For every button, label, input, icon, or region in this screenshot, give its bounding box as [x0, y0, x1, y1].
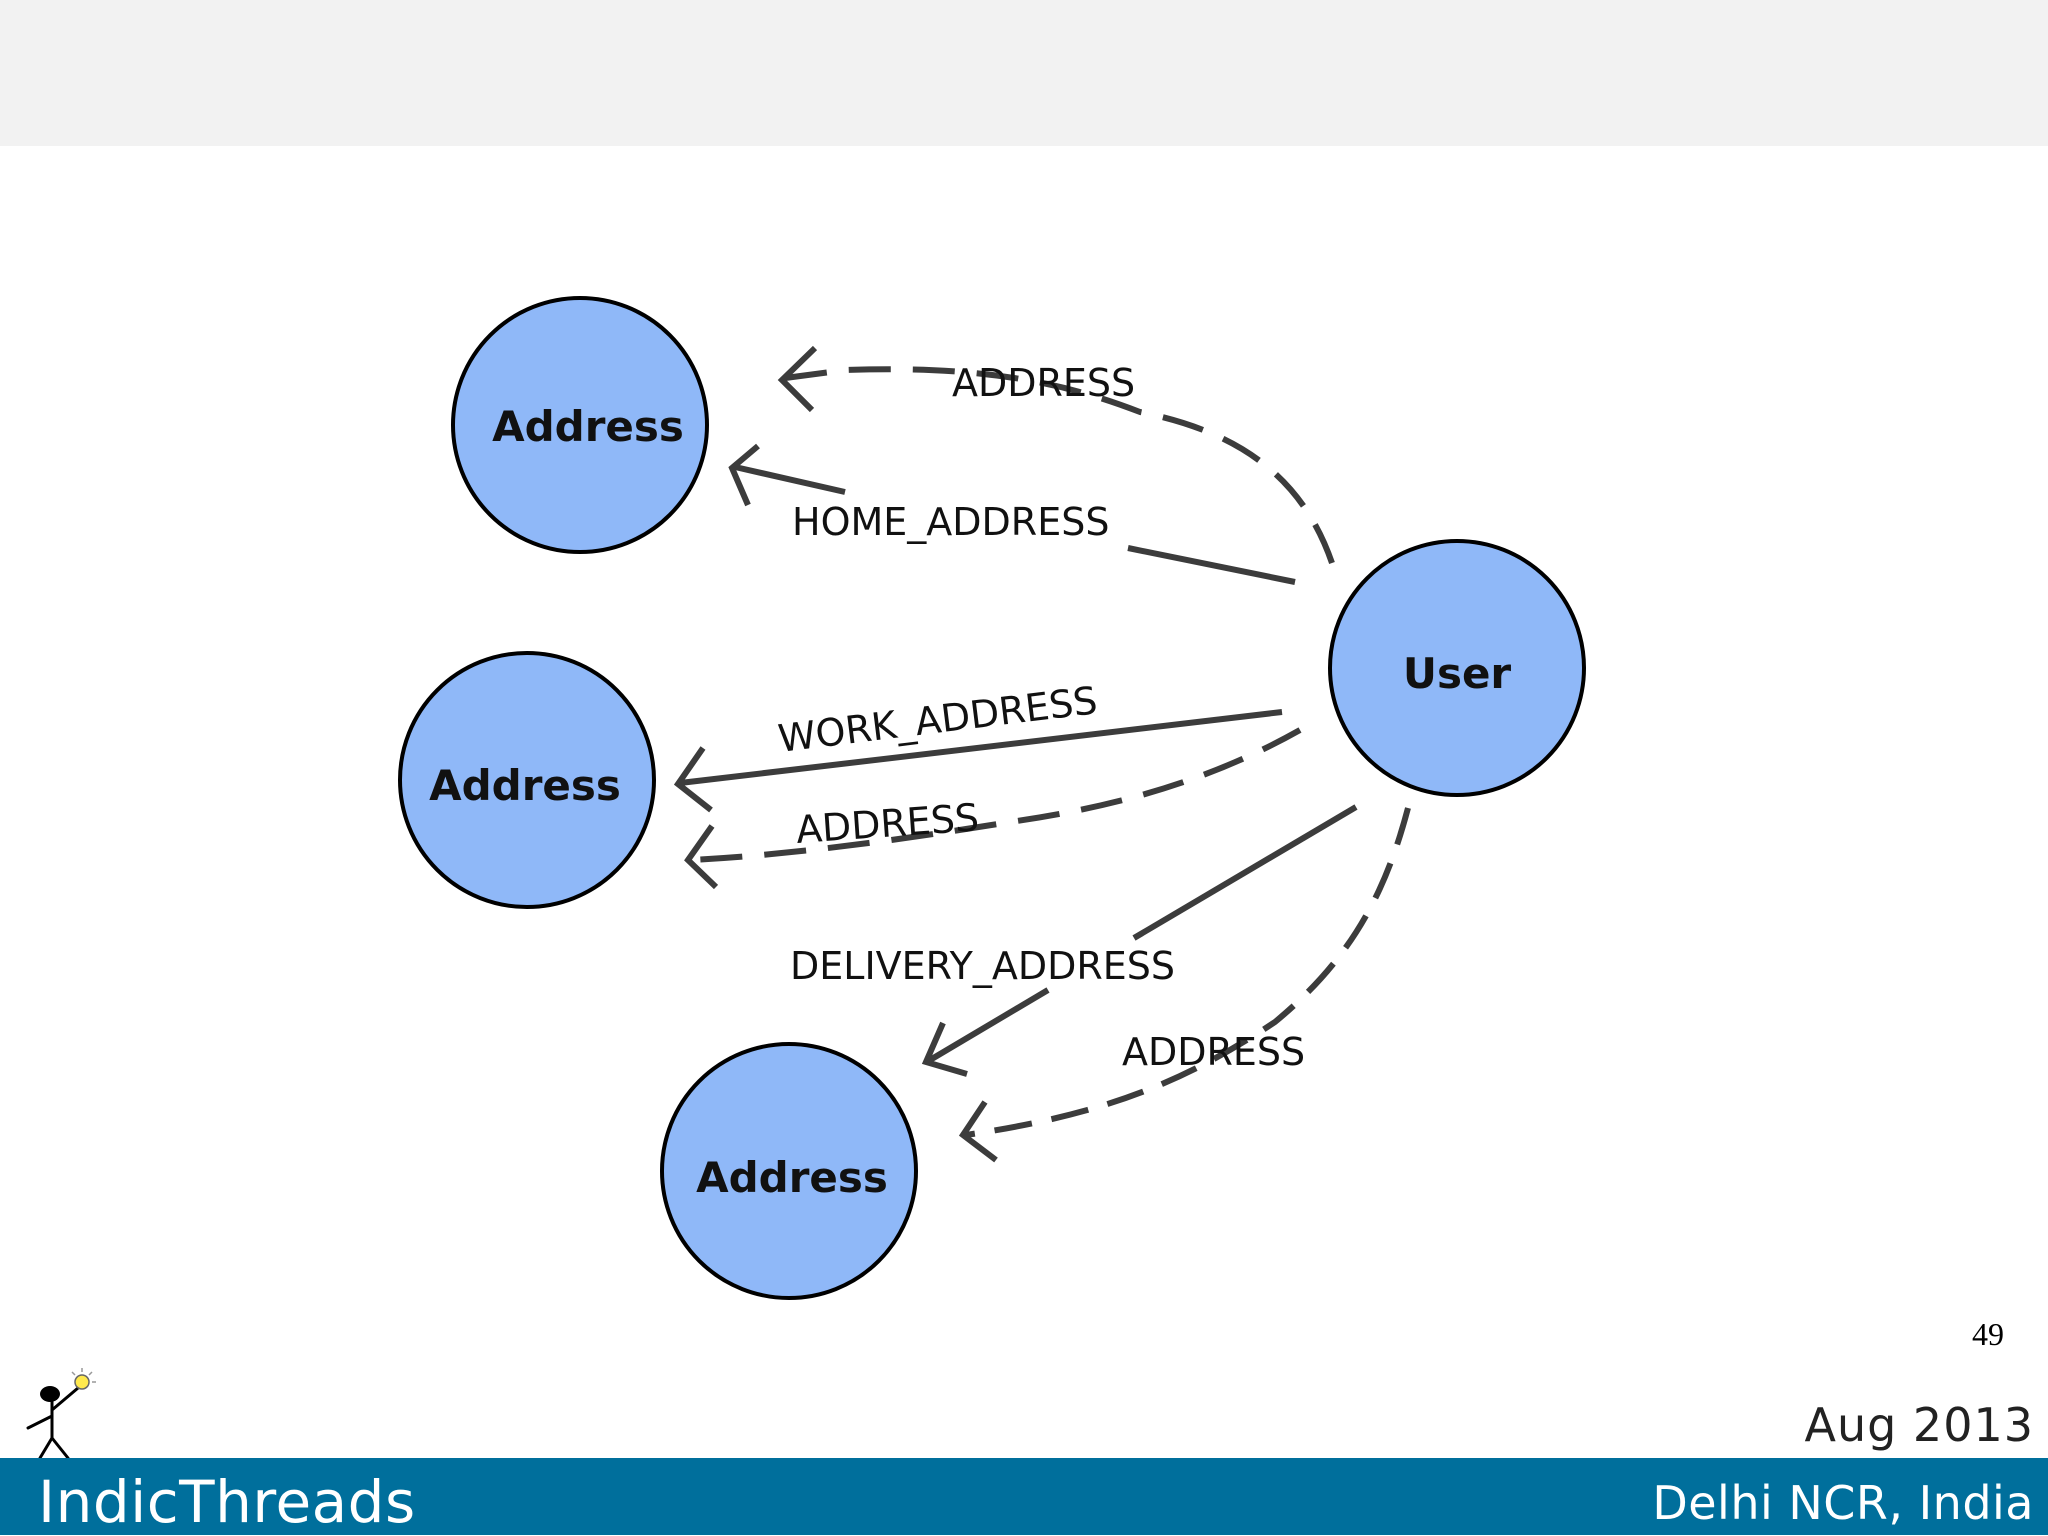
edge-label-work-address: WORK_ADDRESS — [776, 678, 1100, 761]
edge-home-address — [1127, 545, 1296, 585]
edge-delivery-address — [1132, 804, 1358, 941]
edge-address-dashed-bottom — [965, 807, 1411, 1138]
edges — [673, 345, 1411, 1163]
node-address-bottom — [660, 1042, 918, 1300]
edge-label-address-bottom: ADDRESS — [1122, 1030, 1305, 1074]
arrowhead-delivery-address — [921, 1021, 968, 1077]
event-date: Aug 2013 — [1804, 1398, 2034, 1452]
edge-label-address-top: ADDRESS — [952, 361, 1135, 405]
event-location: Delhi NCR, India — [1652, 1476, 2034, 1530]
edge-delivery-address-head-segment — [928, 987, 1050, 1063]
arrowhead-home-address — [728, 443, 760, 507]
brand-name: IndicThreads — [38, 1468, 416, 1536]
edge-work-address — [679, 709, 1283, 786]
arrowhead-address-dashed-bottom — [958, 1100, 998, 1163]
stick-figure-lightbulb-icon — [26, 1368, 96, 1460]
edge-address-dashed-middle — [689, 727, 1302, 863]
slide-number: 49 — [1972, 1316, 2004, 1352]
edge-home-address-head-segment — [734, 464, 846, 495]
arrowhead-address-dashed-middle — [684, 824, 719, 890]
edge-label-delivery-address: DELIVERY_ADDRESS — [790, 944, 1175, 988]
node-label-address-top: Address — [492, 402, 684, 451]
arrowhead-address-dashed-top — [777, 345, 818, 413]
edge-label-address-middle: ADDRESS — [795, 795, 981, 852]
slide-header-band — [0, 0, 2048, 146]
nodes — [398, 296, 1586, 1300]
node-label-address-bottom: Address — [696, 1153, 888, 1202]
footer-bar: IndicThreads Delhi NCR, India — [0, 1458, 2048, 1536]
arrowhead-work-address — [673, 746, 713, 813]
node-user — [1328, 539, 1586, 797]
node-label-user: User — [1403, 649, 1512, 698]
node-labels: Address Address Address User — [429, 402, 1511, 1202]
edge-label-home-address: HOME_ADDRESS — [792, 500, 1109, 544]
node-label-address-middle: Address — [429, 761, 621, 810]
edge-address-dashed-top — [784, 366, 1335, 564]
node-address-middle — [398, 651, 656, 909]
node-address-top — [451, 296, 709, 554]
